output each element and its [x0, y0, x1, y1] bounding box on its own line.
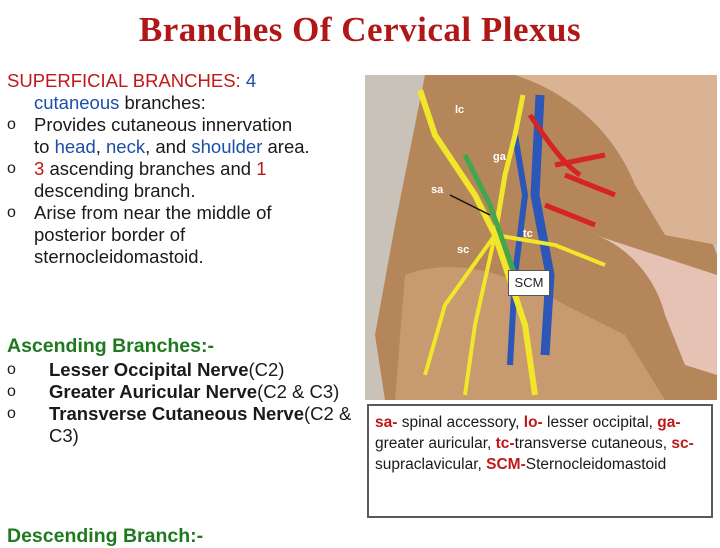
caption-sc: sc-: [671, 435, 694, 452]
caption-box: sa- spinal accessory, lo- lesser occipit…: [367, 404, 713, 518]
bullet1-area: area.: [267, 136, 310, 157]
label-sa: sa: [431, 184, 444, 196]
caption-sc-text: supraclavicular,: [375, 456, 487, 473]
label-sc: sc: [457, 244, 469, 256]
branches-word: branches:: [124, 92, 206, 113]
label-tc: tc: [523, 228, 533, 240]
nerve-transverse-cutaneous: [494, 233, 606, 267]
superficial-count: 4: [245, 70, 257, 91]
bullet2-mid: ascending branches and: [49, 158, 252, 179]
bullet-marker: o: [7, 361, 16, 378]
nerve-roots: (C2 & C3): [257, 381, 340, 402]
bullet1-head: head: [54, 136, 96, 157]
nerve-greater-auricular: [492, 94, 526, 236]
bullet-marker: o: [7, 383, 16, 400]
superficial-branches-section: SUPERFICIAL BRANCHES: 4 cutaneous branch…: [7, 70, 372, 268]
bullet-marker: o: [7, 160, 16, 177]
caption-tc-text: transverse cutaneous,: [514, 435, 672, 452]
bullet1-and: , and: [145, 136, 187, 157]
superficial-bullet-1: o Provides cutaneous innervation to head…: [7, 114, 372, 158]
nerve-lesser-occipital: [417, 89, 538, 396]
list-item: o Greater Auricular Nerve(C2 & C3): [7, 381, 367, 403]
nerve-supraclavicular: [423, 233, 497, 396]
bullet1-to: to: [34, 136, 50, 157]
caption-scm-text: Sternocleidomastoid: [525, 456, 667, 473]
bullet3-line-b: posterior border of: [34, 224, 186, 245]
bullet-marker: o: [7, 116, 16, 133]
ascending-branches-section: Ascending Branches:- o Lesser Occipital …: [7, 335, 367, 447]
page-title: Branches Of Cervical Plexus: [138, 10, 582, 49]
nerve-name: Transverse Cutaneous Nerve: [49, 403, 305, 424]
superficial-bullet-3: o Arise from near the middle of posterio…: [7, 202, 372, 268]
external-jugular-vein: [507, 134, 529, 366]
bullet1-line-a: Provides cutaneous innervation: [34, 114, 293, 135]
pointer-line: [449, 194, 491, 216]
ascending-title: Ascending Branches:-: [7, 335, 214, 357]
scm-label: SCM: [508, 270, 550, 296]
bullet1-neck: neck: [106, 136, 146, 157]
caption-sa: sa-: [375, 414, 398, 431]
trapezius-region: [395, 266, 665, 400]
caption-lo: lo-: [523, 414, 543, 431]
caption-sa-text: spinal accessory,: [397, 414, 524, 431]
superficial-bullet-2: o 3 ascending branches and 1 descending …: [7, 158, 372, 202]
caption-ga-text: greater auricular,: [375, 435, 496, 452]
descending-title: Descending Branch:-: [7, 525, 204, 547]
face-skin-region: [515, 75, 717, 245]
bullet3-line-a: Arise from near the middle of: [34, 202, 272, 223]
bullet-marker: o: [7, 405, 16, 422]
superficial-subline: cutaneous branches:: [7, 92, 372, 114]
neck-dissection-drawing: lc ga sa tc sc: [365, 75, 717, 400]
nerve-name: Lesser Occipital Nerve: [49, 359, 249, 380]
list-item: o Transverse Cutaneous Nerve(C2 & C3): [7, 403, 367, 447]
caption-tc: tc-: [495, 435, 515, 452]
thyroid-region: [595, 235, 717, 375]
superficial-heading-line: SUPERFICIAL BRANCHES: 4: [7, 70, 372, 92]
jugular-vein: [530, 94, 555, 356]
bullet-marker: o: [7, 204, 16, 221]
bullet3-line-c: sternocleidomastoid.: [34, 246, 204, 267]
label-ga: ga: [493, 151, 507, 163]
nerve-name: Greater Auricular Nerve: [49, 381, 258, 402]
bullet2-tail: descending branch.: [34, 180, 196, 201]
superficial-heading: SUPERFICIAL BRANCHES:: [7, 70, 241, 91]
descending-count: 1: [256, 158, 267, 179]
list-item: o Lesser Occipital Nerve(C2): [7, 359, 367, 381]
ascending-count: 3: [34, 158, 45, 179]
carotid-branches: [527, 113, 616, 228]
label-lc: lc: [455, 104, 464, 116]
anatomy-illustration: lc ga sa tc sc SCM: [365, 75, 717, 400]
spinal-accessory-nerve: [462, 153, 518, 276]
bullet1-shoulder: shoulder: [191, 136, 263, 157]
caption-scm: SCM-: [486, 456, 526, 473]
caption-lo-text: lesser occipital,: [542, 414, 658, 431]
bullet1-comma: ,: [95, 136, 101, 157]
nerve-roots: (C2): [248, 359, 285, 380]
nerve-roots: (C2 & C3): [49, 403, 352, 446]
cutaneous-word: cutaneous: [34, 92, 120, 113]
caption-ga: ga-: [657, 414, 681, 431]
